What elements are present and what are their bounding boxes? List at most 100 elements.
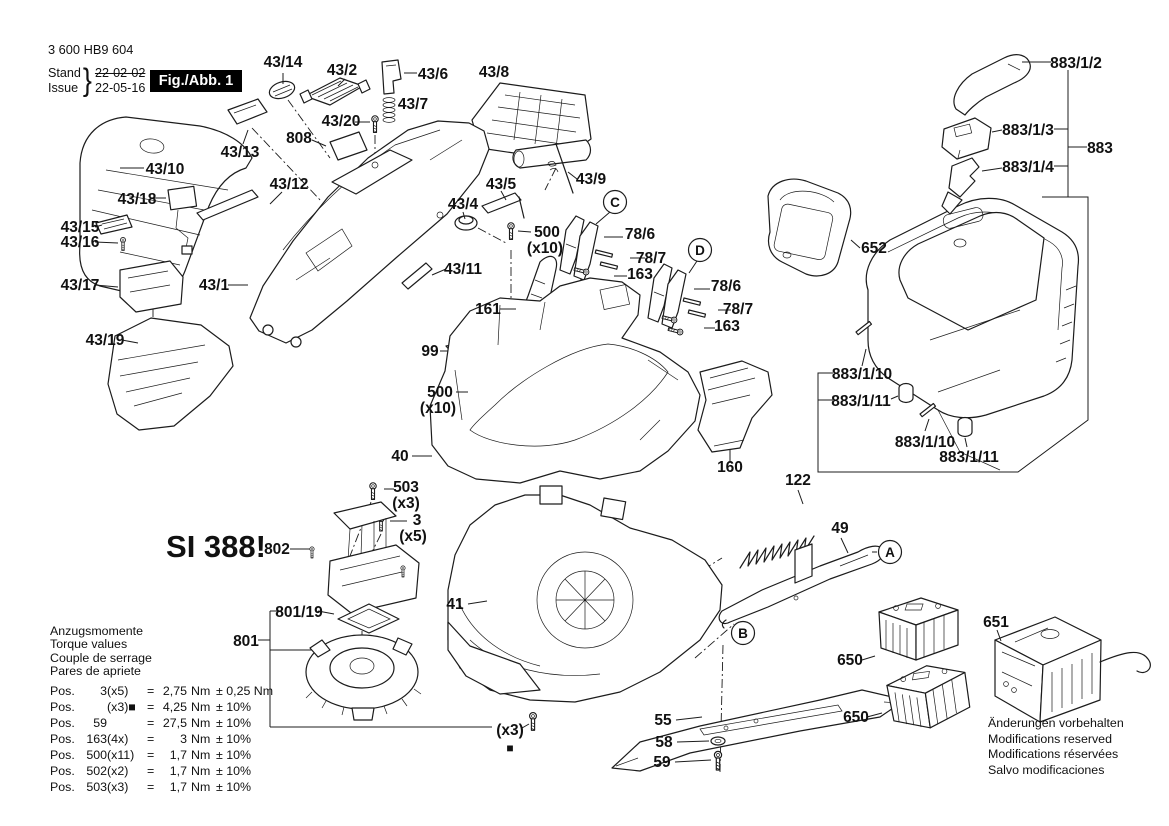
- label-x3: (x3): [392, 495, 420, 512]
- label-650: 650: [843, 709, 869, 726]
- leader-lines: [94, 72, 1003, 763]
- part-43-11-strip: [401, 262, 433, 290]
- figure-number-box: Fig./Abb. 1: [150, 70, 242, 92]
- label-43-16: 43/16: [61, 234, 100, 251]
- part-43-14-button: [268, 80, 296, 100]
- note-fr: Modifications réservées: [988, 747, 1119, 762]
- part-58-washer: [710, 736, 726, 746]
- part-500-screw: [507, 222, 515, 241]
- label-883-1-4: 883/1/4: [1002, 159, 1054, 176]
- torque-title-es: Pares de apriete: [50, 664, 141, 679]
- torque-title-fr: Couple de serrage: [50, 650, 152, 665]
- label-41: 41: [446, 596, 464, 613]
- part-808-pad: [329, 131, 368, 161]
- label-883-1-11: 883/1/11: [831, 393, 891, 410]
- brace-glyph: }: [82, 62, 92, 98]
- callout-c-label: C: [610, 195, 620, 210]
- part-883-1-3-latch: [941, 117, 992, 160]
- label-883-1-3: 883/1/3: [1002, 122, 1054, 139]
- label-55: 55: [654, 712, 672, 729]
- header-block: 3 600 HB9 604 Stand Issue } 22-02-02 22-…: [48, 42, 146, 98]
- part-43-5-wedge: [481, 192, 525, 219]
- label-43-4: 43/4: [448, 196, 479, 213]
- document-part-number: 3 600 HB9 604: [48, 42, 134, 57]
- label-3: 3: [413, 512, 422, 529]
- part-43-2-grip: [299, 77, 371, 106]
- part-43-18-sensor: [167, 185, 198, 255]
- label-78-7: 78/7: [723, 301, 753, 318]
- label-43-2: 43/2: [327, 62, 357, 79]
- part-43-17-housing: [119, 260, 184, 313]
- square-marker: ■: [506, 741, 513, 755]
- label-802: 802: [264, 541, 290, 558]
- callout-b-label: B: [738, 626, 748, 641]
- label-43-18: 43/18: [118, 191, 157, 208]
- part-41-lower-deck: [447, 485, 723, 703]
- part-40-upper-chassis: [429, 277, 701, 484]
- label-58: 58: [655, 734, 673, 751]
- part-43-4-grommet: [454, 215, 478, 231]
- label-43-5: 43/5: [486, 176, 517, 193]
- issue-label: Issue: [48, 80, 79, 95]
- label-x5: (x5): [399, 528, 427, 545]
- modification-notes: Änderungen vorbehalten Modifications res…: [988, 716, 1124, 778]
- label-43-15: 43/15: [61, 219, 100, 236]
- label-122: 122: [785, 472, 811, 489]
- torque-title-de: Anzugsmomente: [50, 624, 143, 638]
- label-99: 99: [421, 343, 439, 360]
- part-labels: 43/14 43/2 43/6 43/8 43/7 43/20 808 43/1…: [61, 54, 1114, 771]
- label-43-17: 43/17: [61, 277, 100, 294]
- part-883-grass-catcher: [865, 197, 1080, 471]
- group-brackets: [258, 61, 1089, 728]
- part-802-module: [309, 501, 420, 614]
- label-43-14: 43/14: [264, 54, 303, 71]
- label-883-1-2: 883/1/2: [1050, 55, 1102, 72]
- part-652-catcher-lid: [767, 178, 852, 277]
- label-si-note: SI 388!: [166, 529, 266, 564]
- part-78-6-bracket-group-c: [560, 216, 617, 287]
- label-43-1: 43/1: [199, 277, 230, 294]
- part-801-19-gasket: [337, 603, 400, 634]
- label-40: 40: [391, 448, 408, 465]
- part-43-15-clip: [95, 214, 133, 235]
- label-163: 163: [714, 318, 740, 335]
- part-883-1-4-clip: [941, 157, 980, 215]
- label-43-19: 43/19: [86, 332, 125, 349]
- part-160-deflector: [697, 360, 773, 453]
- stand-date: 22-02-02: [94, 65, 146, 80]
- label-651: 651: [983, 614, 1009, 631]
- callout-circle-b: B: [730, 620, 756, 646]
- callout-circle-c: C: [602, 189, 628, 215]
- label-43-12: 43/12: [270, 176, 309, 193]
- part-43-7-spring: [382, 97, 396, 123]
- stand-label: Stand: [48, 65, 81, 80]
- part-43-12-strip: [196, 189, 259, 221]
- label-78-6: 78/6: [711, 278, 742, 295]
- label-43-11: 43/11: [444, 261, 482, 278]
- part-43-13-latch: [227, 98, 268, 125]
- label-49: 49: [831, 520, 849, 537]
- part-651-charger: [994, 616, 1151, 723]
- part-49-lever-arm: [718, 543, 885, 629]
- label-160: 160: [717, 459, 743, 476]
- label-883-1-11: 883/1/11: [939, 449, 999, 466]
- label-43-7: 43/7: [398, 96, 428, 113]
- label-801: 801: [233, 633, 259, 650]
- label-78-6: 78/6: [625, 226, 656, 243]
- label-43-10: 43/10: [146, 161, 185, 178]
- label-883-1-10: 883/1/10: [832, 366, 892, 383]
- label-883-1-10: 883/1/10: [895, 434, 955, 451]
- label-43-6: 43/6: [418, 66, 449, 83]
- label-43-8: 43/8: [479, 64, 510, 81]
- label-503: 503: [393, 479, 419, 496]
- part-x3-screw: [529, 712, 537, 731]
